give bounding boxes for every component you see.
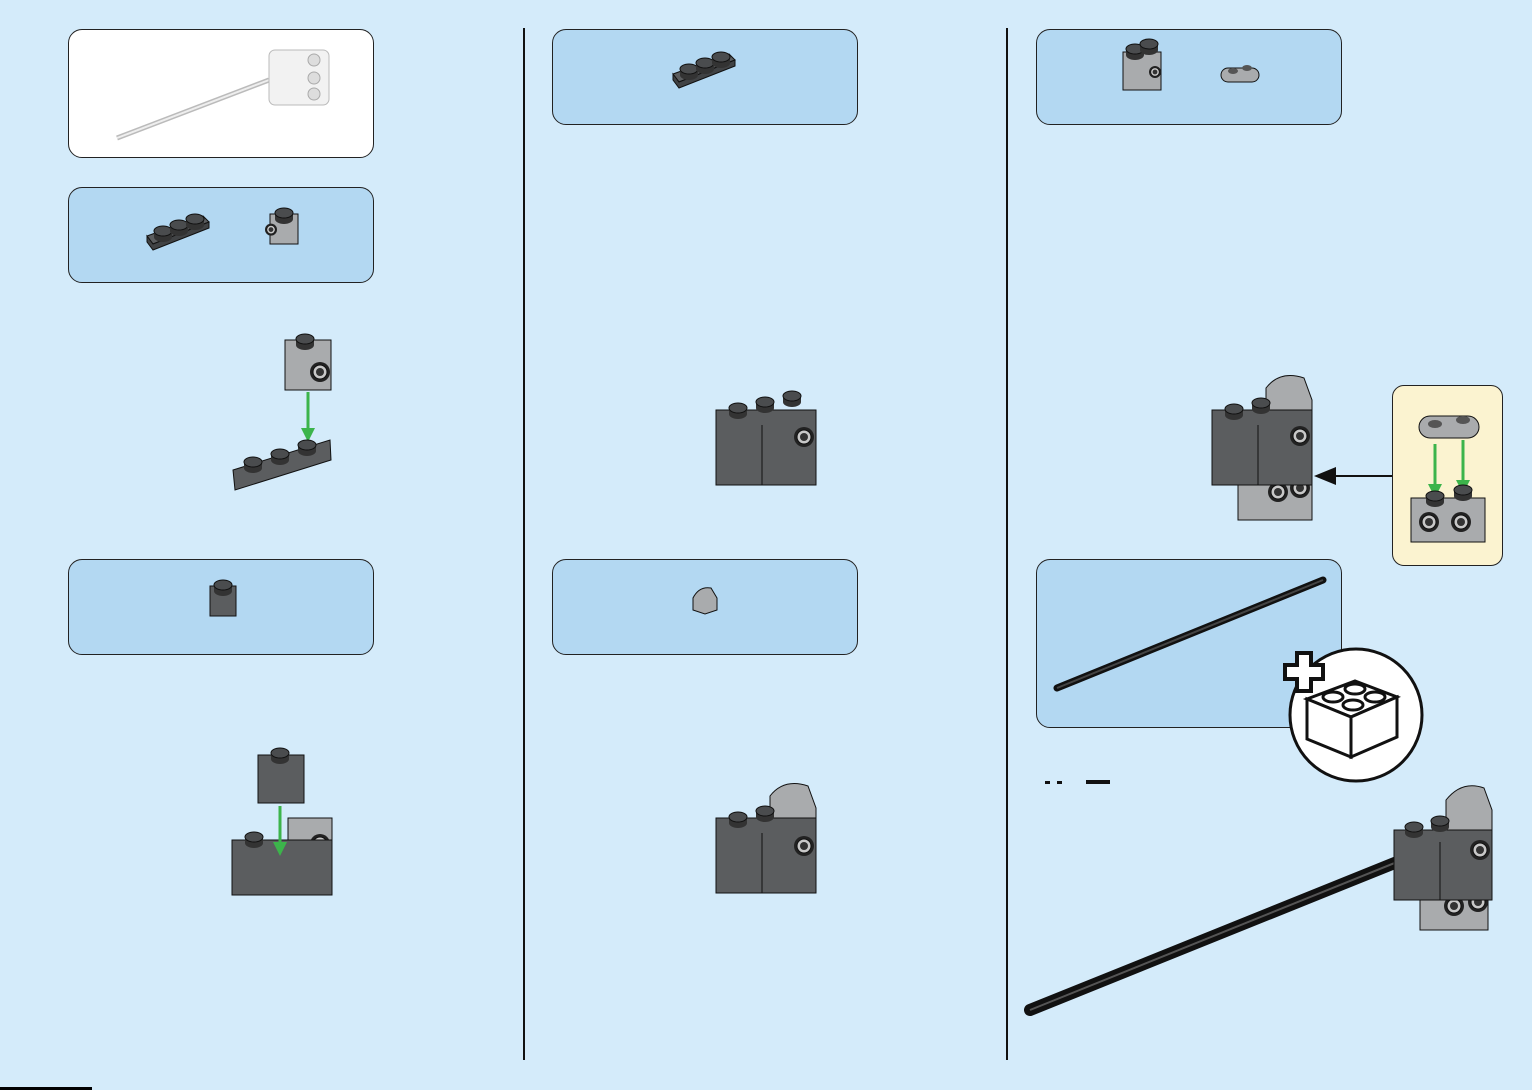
parts-list-box: [1036, 29, 1342, 125]
bar-part: [1053, 576, 1327, 692]
submodel-preview-image: [116, 49, 330, 141]
brick-1x2-stud-side-part: [1122, 38, 1162, 91]
column-divider: [1006, 28, 1008, 1060]
callout-build-image: [1410, 415, 1486, 543]
slope-curved-part: [692, 587, 718, 615]
brick-1x1-stud-side-part: [264, 207, 299, 245]
step-build-image: [1211, 375, 1313, 521]
parts-list-box: [68, 187, 374, 283]
brick-1x1-part: [209, 579, 237, 617]
step-marker: [1045, 780, 1110, 784]
step-build-image: [232, 333, 332, 491]
new-bag-icon: [1283, 647, 1424, 783]
parts-list-box: [552, 29, 858, 125]
step-build-image: [231, 747, 333, 896]
plate-1x3-part: [672, 51, 736, 89]
plate-1x3-part: [146, 213, 210, 251]
parts-list-box: [68, 559, 374, 655]
sub-assembly-callout: [1392, 385, 1503, 566]
plate-1x2-rounded-part: [1220, 65, 1260, 83]
page-footer-bar: [0, 1087, 92, 1090]
parts-list-box: [552, 559, 858, 655]
column-divider: [523, 28, 525, 1060]
step-build-image: [715, 783, 817, 894]
step-build-image: [715, 390, 817, 486]
submodel-preview-box: [68, 29, 374, 158]
callout-arrow: [1314, 467, 1394, 485]
step-build-image: [1024, 785, 1493, 1016]
